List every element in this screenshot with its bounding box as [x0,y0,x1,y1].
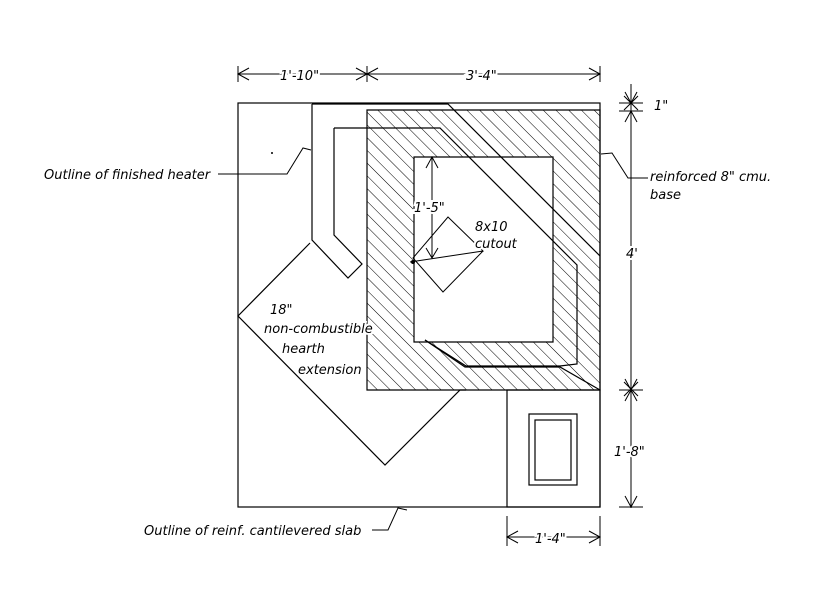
hearth-label-line2: non-combustible [264,322,373,337]
slab-outline-label: Outline of reinf. cantilevered slab [144,524,361,539]
top-dim-arrows [236,67,602,81]
heater-left-leg [311,104,363,279]
dim-top-right: 3'-4" [466,69,497,84]
cleanout-outer [528,413,578,486]
cutout-label-line2: cutout [475,237,518,252]
hearth-label-line4: extension [298,363,362,378]
cutout-point [411,260,415,264]
cmu-base-label-line1: reinforced 8" cmu. [650,170,771,185]
bottom-dim-arrows [505,530,602,544]
hearth-label-line3: hearth [282,342,325,357]
cleanout-inner [534,419,572,481]
heater-leader [218,147,312,175]
heater-outline-label: Outline of finished heater [44,168,212,183]
heater-outline-inner [334,127,578,367]
dim-right-main: 4' [626,247,638,262]
cutout-label-line1: 8x10 [475,220,508,235]
hearth-label-line1: 18" [270,303,293,318]
slab-leader [372,507,408,531]
right-dim-arrows [624,91,638,509]
cutout-marker [409,216,485,293]
dim-right-lower: 1'-8" [614,445,645,460]
heater-lower-outline [424,339,601,391]
dim-top-left: 1'-10" [280,69,319,84]
heater-outline-outer [312,103,601,257]
dim-cutout: 1'-5" [414,201,445,216]
dim-bottom: 1'-4" [535,532,566,547]
dim-right-small: 1" [654,99,668,114]
lower-right-compartment [506,389,601,508]
cmu-leader [600,152,648,179]
hearth-extension-outline [237,242,466,466]
stray-dot [271,152,273,154]
cmu-base-label-line2: base [650,188,681,203]
